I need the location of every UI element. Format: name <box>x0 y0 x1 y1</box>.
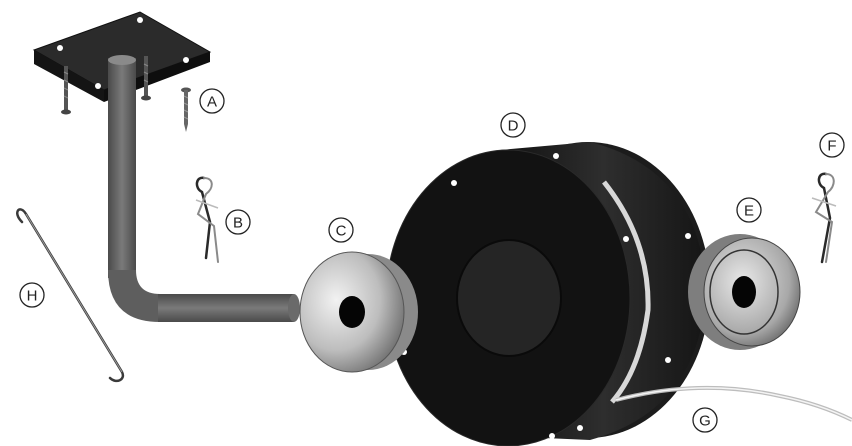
hub-bushing-c <box>299 251 418 373</box>
label-f-text: F <box>827 138 836 155</box>
bracket-plate-edge <box>34 50 104 102</box>
label-d-text: D <box>508 118 519 135</box>
bracket-screw <box>141 56 151 101</box>
bracket-arm-horizontal <box>158 294 294 322</box>
label-h-text: H <box>27 288 38 305</box>
label-b-text: B <box>233 215 243 232</box>
bracket-arm-elbow <box>108 270 160 322</box>
label-c: C <box>328 217 354 243</box>
hitch-pin-clip-f <box>811 172 837 264</box>
hanger-rod-part <box>16 208 125 383</box>
label-g-text: G <box>699 413 711 430</box>
reel-drum <box>385 142 710 446</box>
bracket-screw <box>61 66 71 115</box>
hose-part <box>615 385 852 422</box>
hose-wrap <box>602 180 651 404</box>
reel-center-hub <box>456 239 562 357</box>
mounting-bracket <box>32 11 300 322</box>
label-h: H <box>19 282 45 308</box>
lag-screw-part <box>181 87 191 132</box>
label-b: B <box>225 209 251 235</box>
label-e-text: E <box>744 203 754 220</box>
label-f: F <box>819 132 845 158</box>
label-c-text: C <box>336 223 347 240</box>
label-g: G <box>692 407 718 433</box>
label-a: A <box>199 88 225 114</box>
bracket-arm-vertical <box>108 58 136 278</box>
hub-bushing-e <box>688 234 801 350</box>
label-d: D <box>500 112 526 138</box>
label-e: E <box>736 197 762 223</box>
label-a-text: A <box>207 94 217 111</box>
hitch-pin-clip-b <box>195 176 219 263</box>
